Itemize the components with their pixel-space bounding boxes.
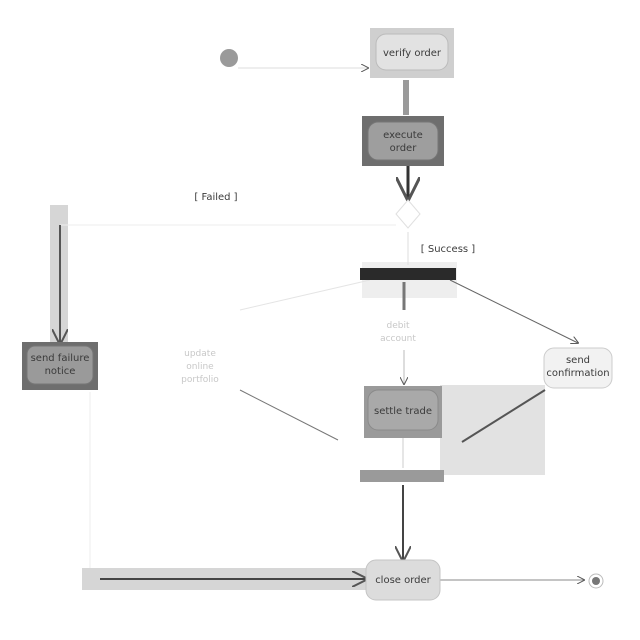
debit-account-label-1: debit: [387, 321, 410, 331]
update-portfolio-label-2: online: [186, 362, 214, 372]
verify-order-label: verify order: [383, 48, 442, 59]
edge-portfolio-join: [239, 389, 339, 441]
action-send-confirmation[interactable]: [543, 347, 613, 389]
update-portfolio-label-1: update: [184, 349, 216, 359]
execute-order-label-2: order: [390, 143, 418, 154]
action-close-order[interactable]: [365, 559, 441, 601]
final-node: [592, 577, 600, 585]
edge-fork-confirmation: [449, 279, 578, 343]
decision-node: [395, 199, 421, 229]
edge-fork-portfolio: [239, 279, 371, 311]
send-confirmation-label-2: confirmation: [546, 368, 609, 379]
guard-success: [ Success ]: [421, 244, 476, 255]
send-confirmation-label-1: send: [566, 355, 590, 366]
send-failure-label-1: send failure: [31, 353, 90, 364]
action-send-failure-notice[interactable]: [26, 345, 94, 385]
initial-node: [220, 49, 238, 67]
action-settle-trade[interactable]: [367, 389, 439, 431]
edge-confirmation-join: [461, 389, 546, 443]
settle-trade-label: settle trade: [374, 406, 432, 417]
confirmation-path-shade: [440, 385, 545, 475]
action-execute-order[interactable]: [367, 121, 439, 161]
guard-failed: [ Failed ]: [194, 192, 237, 203]
send-failure-label-2: notice: [45, 366, 76, 377]
action-verify-order[interactable]: [375, 33, 449, 71]
fork-bar: [360, 268, 456, 280]
join-bar: [360, 470, 444, 482]
close-order-label: close order: [375, 575, 431, 586]
update-portfolio-label-3: portfolio: [181, 375, 219, 385]
execute-order-label-1: execute: [383, 130, 423, 141]
debit-account-label-2: account: [380, 334, 416, 344]
